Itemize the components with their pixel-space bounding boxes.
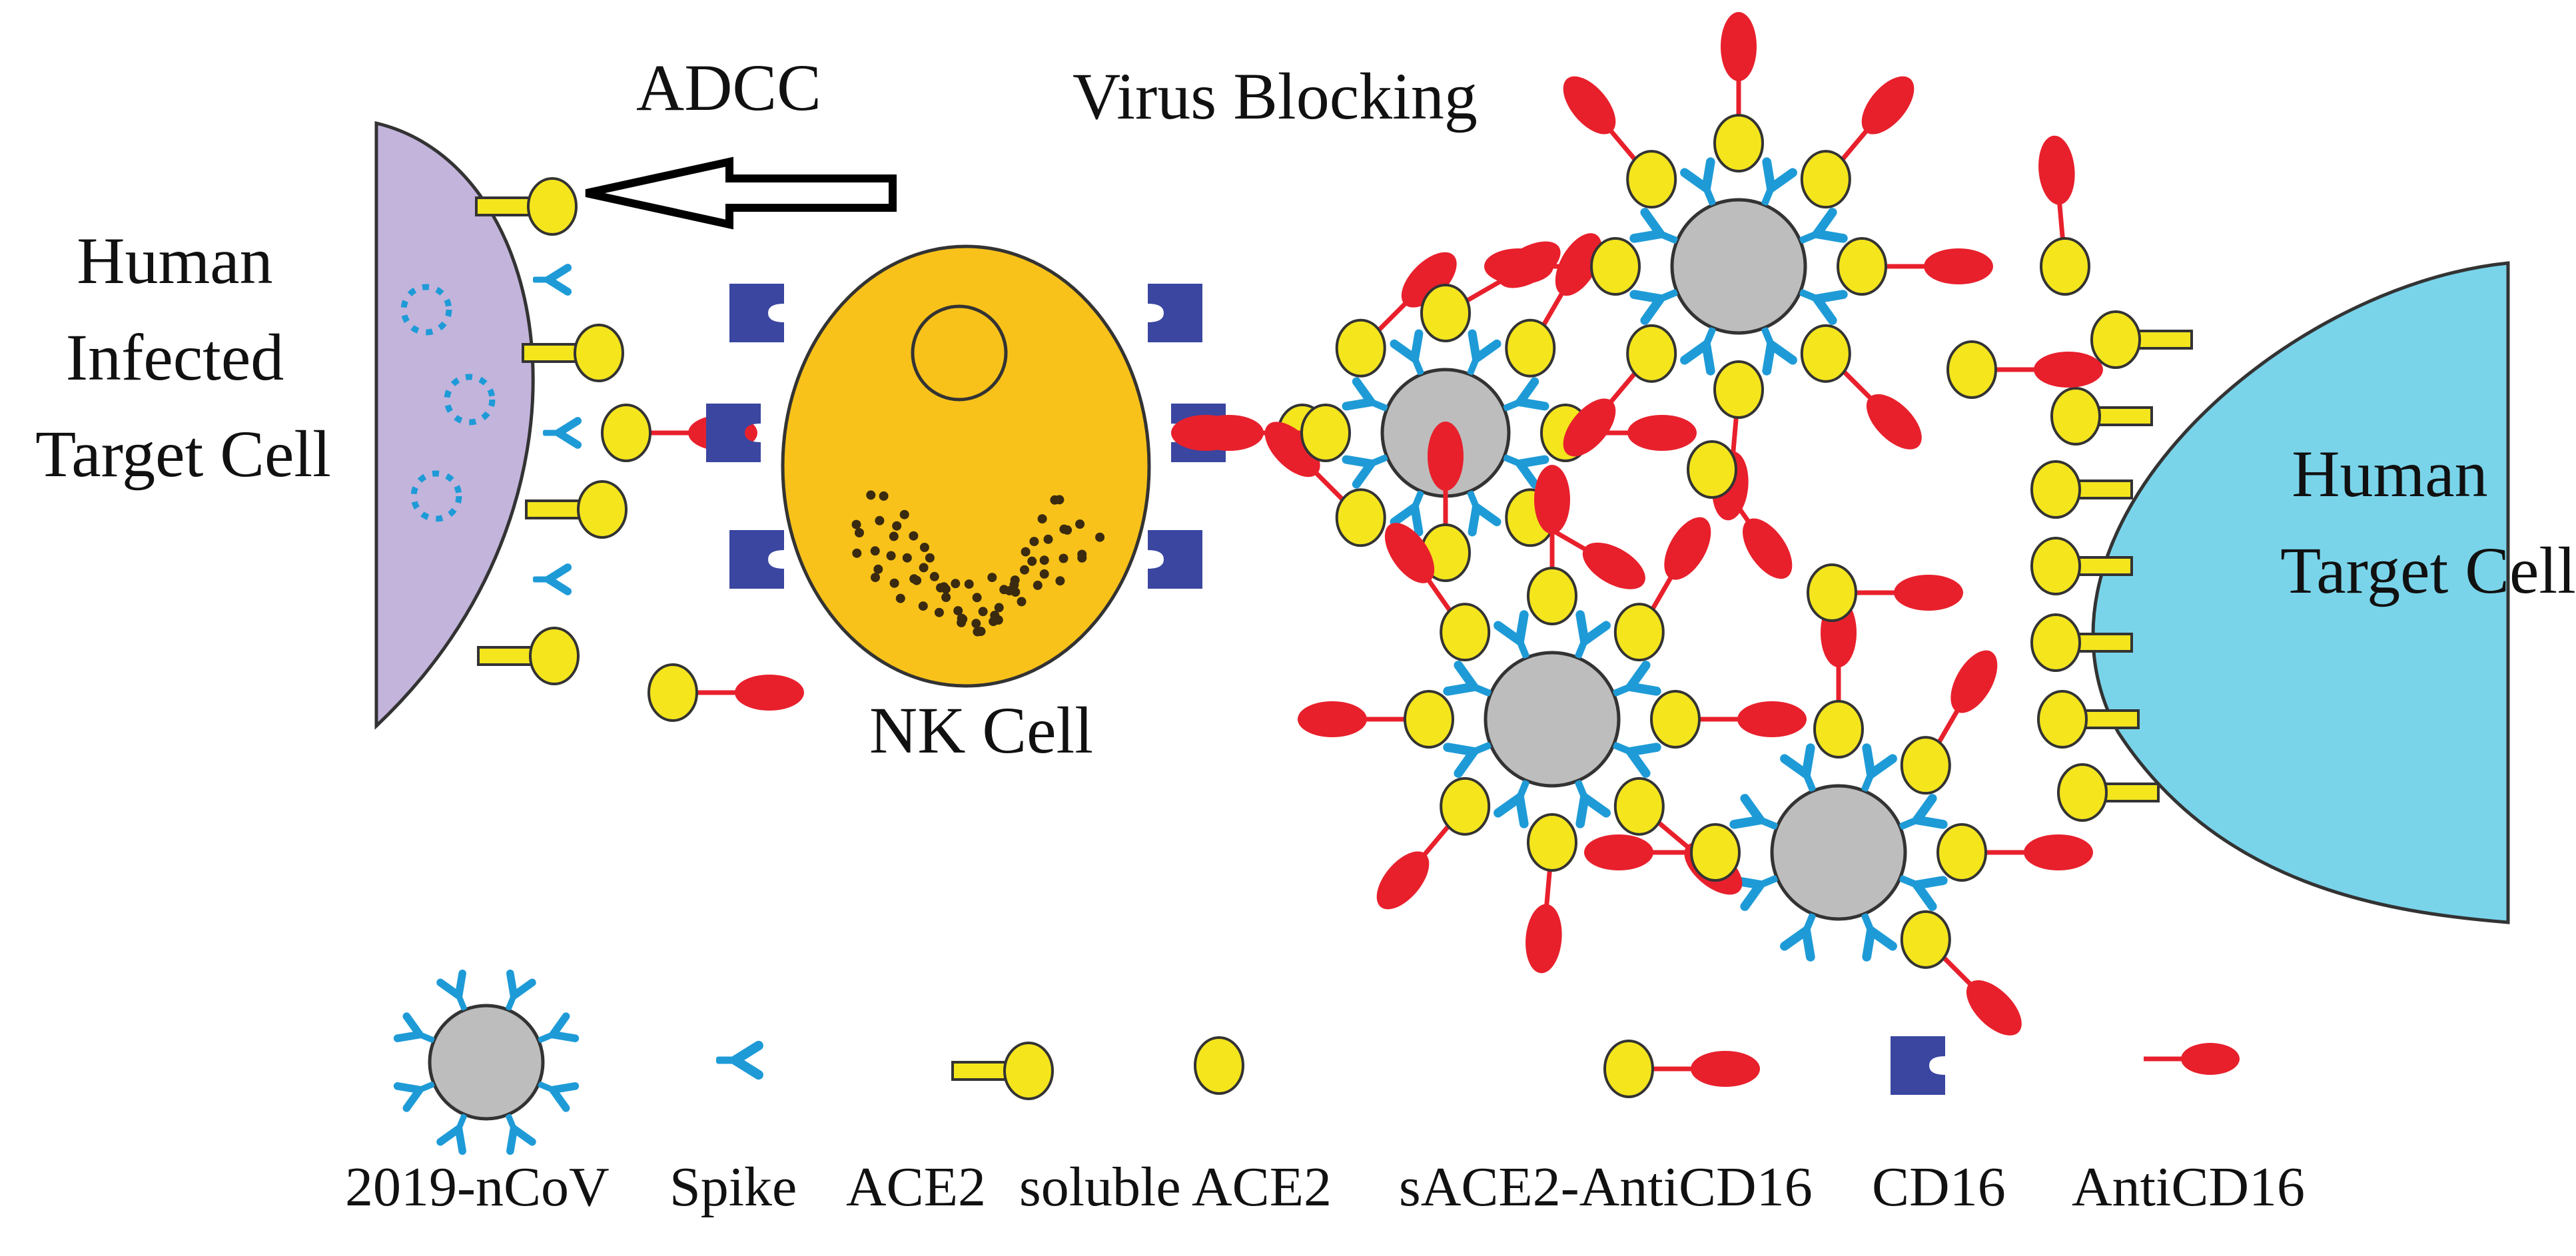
sace2-anticd16 — [1613, 517, 1711, 662]
sace2-anticd16 — [1900, 910, 2022, 1036]
cd16-receptor-icon — [1891, 1036, 1945, 1095]
ace2-receptor — [2057, 763, 2160, 822]
cd16-receptor — [1148, 284, 1202, 342]
free-molecules-layer — [647, 12, 2103, 1036]
soluble-ace2-icon — [1194, 1036, 1244, 1095]
legend-label-cd16: CD16 — [1872, 1156, 2006, 1218]
ace2-receptor — [477, 627, 580, 685]
sace2-anticd16 — [1563, 324, 1677, 457]
cd16-receptor — [729, 284, 784, 342]
sace2-anticd16 — [1194, 404, 1351, 462]
intracellular-virus-particle — [444, 374, 496, 426]
virus-icon — [1448, 615, 1657, 824]
left-arrow-icon — [585, 157, 897, 230]
legend-virus-symbol — [398, 974, 576, 1151]
infected-cell-label-line3: Target Cell — [35, 417, 331, 491]
ace2-receptor — [522, 324, 624, 382]
ace2-receptor — [2030, 613, 2133, 672]
anticd16 — [2144, 1043, 2240, 1075]
intracellular-virus-particle — [400, 284, 452, 336]
receptors-layer — [400, 177, 2193, 822]
spike-icon — [716, 1046, 759, 1075]
virus-layer — [1346, 162, 1943, 957]
sace2-anticd16 — [2038, 135, 2090, 296]
ace2-receptor — [2050, 387, 2153, 446]
nk-cell — [781, 244, 1151, 688]
sace2-anticd16 — [1335, 252, 1457, 378]
sace2-anticd16-conjugate-icon — [1603, 1040, 1760, 1098]
sace2-anticd16 — [1800, 324, 1922, 450]
target-cell-label-line1: Human — [2292, 437, 2487, 511]
target-cell-label: Human Target Cell — [2280, 437, 2576, 607]
nk-cell-label: NK Cell — [869, 693, 1093, 767]
virus-icon — [1634, 162, 1843, 371]
sace2-anticd16 — [1525, 813, 1577, 974]
virus-icon — [1734, 748, 1943, 957]
nk-cell-granules — [851, 490, 1105, 637]
ace2-receptor-icon — [951, 1042, 1054, 1100]
ace2-receptor — [2030, 537, 2133, 595]
legend-label-virus: 2019-nCoV — [345, 1156, 610, 1218]
sace2-anticd16 — [1603, 1040, 1760, 1098]
infected-cell-label-line2: Infected — [66, 320, 284, 394]
virus-blocking-label: Virus Blocking — [1073, 59, 1478, 133]
sace2-anticd16 — [1264, 422, 1386, 547]
legend: 2019-nCoV Spike ACE2 soluble ACE2 sACE2-… — [345, 974, 2305, 1218]
sace2-anticd16 — [1687, 440, 1793, 579]
sace2-anticd16 — [1900, 650, 1998, 795]
soluble-ace2 — [1194, 1036, 1244, 1095]
sace2-anticd16 — [1376, 777, 1491, 910]
ace2-receptor — [2037, 690, 2140, 749]
sace2-anticd16 — [1527, 465, 1577, 625]
anticd16-icon — [2144, 1043, 2240, 1075]
sace2-anticd16 — [1800, 76, 1915, 209]
legend-label-spike: Spike — [669, 1156, 797, 1218]
sace2-anticd16 — [1813, 598, 1864, 759]
infected-target-cell — [374, 121, 535, 730]
sace2-anticd16 — [1384, 523, 1491, 662]
infected-cell-label: Human Infected Target Cell — [35, 224, 331, 491]
sace2-anticd16 — [1298, 690, 1454, 749]
human-target-cell — [2091, 261, 2510, 924]
sace2-anticd16 — [1713, 12, 1764, 172]
sace2-anticd16 — [1484, 237, 1641, 296]
sace2-anticd16 — [1807, 563, 1963, 622]
intracellular-virus-particle — [410, 470, 462, 522]
sace2-anticd16 — [1650, 690, 1807, 749]
ace2-receptor — [2030, 460, 2133, 519]
sace2-anticd16 — [647, 663, 804, 722]
sace2-anticd16 — [1946, 340, 2103, 399]
target-cell-label-line2: Target Cell — [2280, 533, 2576, 607]
adcc-label: ADCC — [636, 51, 821, 125]
legend-label-sace2-anticd16: sACE2-AntiCD16 — [1399, 1156, 1813, 1218]
legend-label-ace2: ACE2 — [846, 1156, 986, 1218]
legend-label-anticd16: AntiCD16 — [2072, 1156, 2305, 1218]
legend-label-soluble-ace2: soluble ACE2 — [1019, 1156, 1332, 1218]
sace2-anticd16 — [1584, 823, 1741, 882]
cd16-receptor — [729, 530, 784, 589]
sace2-anticd16 — [1540, 404, 1697, 462]
infected-cell-label-line1: Human — [77, 224, 272, 298]
ace2-receptor — [2090, 310, 2193, 369]
sace2-anticd16 — [1563, 76, 1677, 209]
cd16-receptor — [1148, 530, 1202, 589]
ace2-receptor — [475, 177, 578, 236]
ace2-receptor — [951, 1042, 1054, 1100]
sace2-anticd16 — [1837, 237, 1993, 296]
ace2-receptor — [525, 480, 628, 539]
virus-icon — [398, 974, 576, 1151]
sace2-anticd16 — [1936, 823, 2093, 882]
